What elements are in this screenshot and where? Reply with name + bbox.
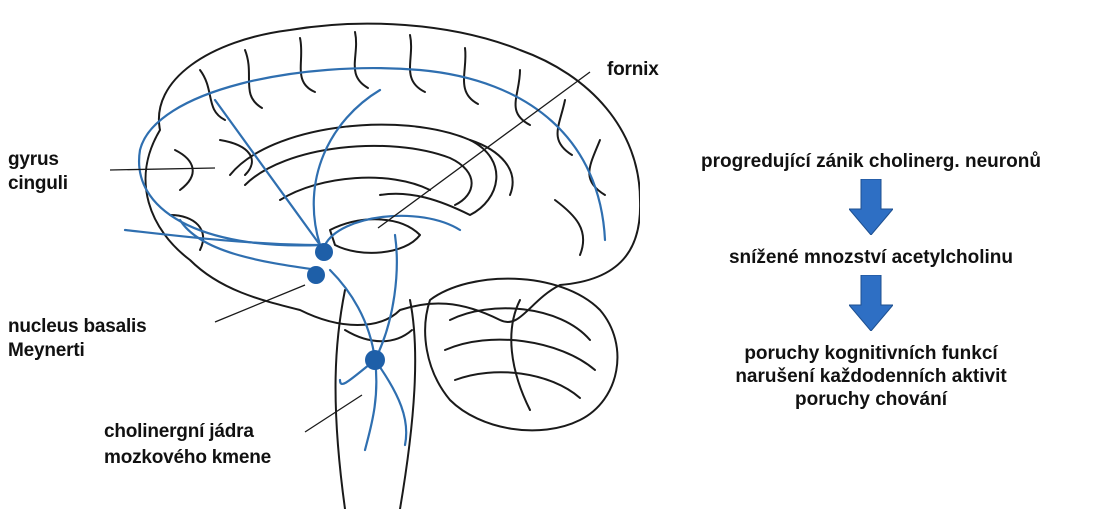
cerebellum-fold [450,308,590,340]
gyrus-label-line2: cinguli [8,172,68,195]
gyrus-fold [175,150,193,190]
nucleus-basalis-dot [307,266,325,284]
cortical-pathway [314,90,380,245]
nucleus-label-line2: Meynerti [8,339,85,362]
corpus-callosum-inner [245,146,472,205]
gyrus-fold [555,200,583,255]
brain-diagram [0,0,640,509]
brainstem-label-line1: cholinergní jádra [104,420,254,443]
gyrus-label-line1: gyrus [8,148,59,171]
down-arrow-icon [849,179,893,235]
brainstem [400,300,415,509]
flow-step-3-line2: narušení každodenních aktivit [640,365,1102,388]
fornix-label: fornix [607,58,659,81]
flow-step-3-line3: poruchy chování [640,388,1102,411]
gyrus-fold [589,140,605,195]
down-arrow-icon [849,275,893,331]
thalamus [330,219,420,253]
gyrus-fold [410,35,425,92]
cortical-pathway [215,100,320,245]
gyrus-fold [470,140,513,195]
leader-gyrus [110,168,215,170]
leader-nucleus [215,285,305,322]
flow-step-2: snížené mnozství acetylcholinu [640,246,1102,269]
brainstem-nucleus-dot [365,350,385,370]
gyrus-fold [355,32,368,88]
brainstem-label-line2: mozkového kmene [104,446,271,469]
ventricle [280,178,430,200]
brainstem-pathway [365,360,376,450]
cerebellum-fold [445,340,595,370]
brainstem-pathway [375,360,406,445]
flow-step-1: progredující zánik cholinerg. neuronů [640,150,1102,173]
leader-brainstem [305,395,362,432]
gyrus-fold [464,48,478,104]
pons [345,330,412,341]
flow-step-3-line1: poruchy kognitivních funkcí [640,342,1102,365]
nucleus-label-line1: nucleus basalis [8,315,147,338]
nucleus-basalis-dot [315,243,333,261]
gyrus-fold [170,215,203,250]
cerebellum-outline [425,279,617,431]
gyrus-fold [300,38,315,92]
flow-diagram: progredující zánik cholinerg. neuronů sn… [640,150,1102,411]
